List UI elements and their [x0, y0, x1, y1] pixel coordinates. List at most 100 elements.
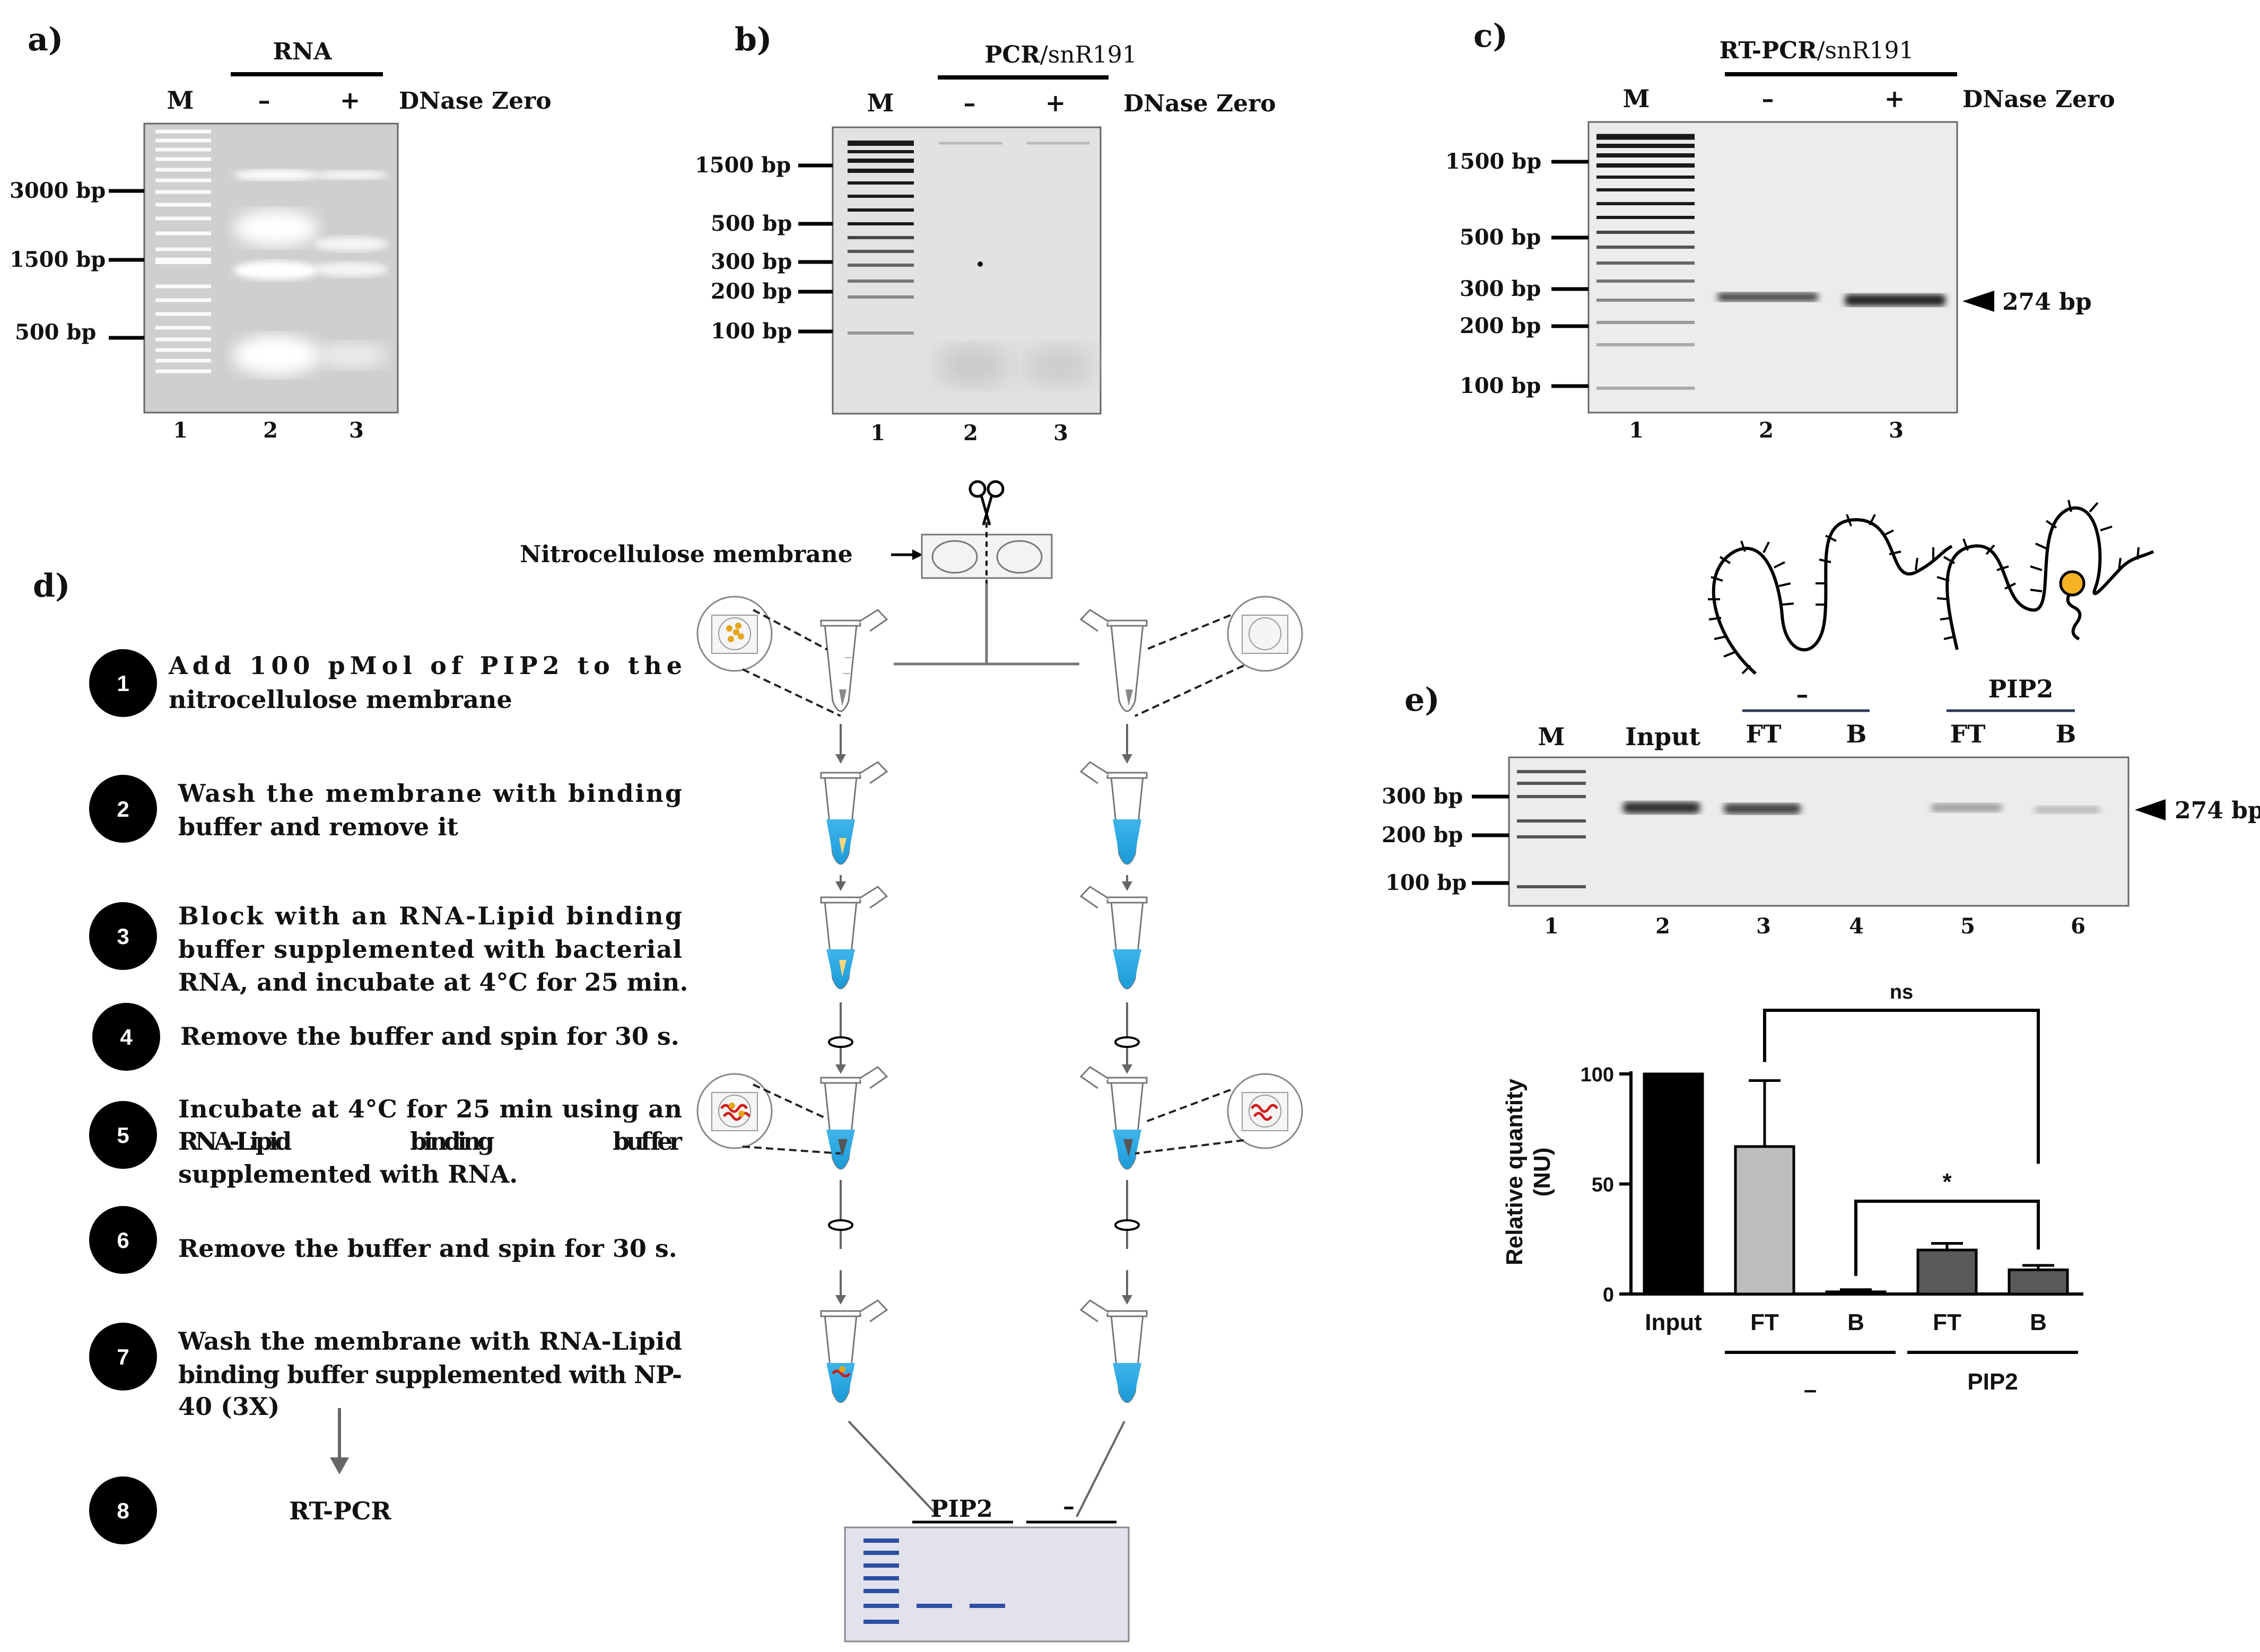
chart-group-label: –: [1804, 1377, 1817, 1403]
panel-a-lane-plus: +: [340, 86, 361, 115]
panel-b-marker: 100 bp: [711, 319, 792, 344]
svg-text:Remove the buffer and spin for: Remove the buffer and spin for 30 s.: [178, 1234, 677, 1263]
svg-text:binding buffer supplemented wi: binding buffer supplemented with NP-: [178, 1360, 682, 1389]
chart-ylabel-line2: (NU): [1529, 1148, 1555, 1197]
panel-e-marker: 300 bp: [1382, 784, 1463, 809]
svg-text:1: 1: [117, 671, 129, 696]
panel-c-band-lane3: [1845, 294, 1945, 306]
panel-e-gel: [1508, 756, 2130, 907]
svg-text:Remove the buffer and spin for: Remove the buffer and spin for 30 s.: [180, 1022, 679, 1051]
panel-e-band-ft: [1724, 803, 1801, 814]
panel-c-band-arrow: [1962, 291, 1994, 312]
panel-c-lane-minus: –: [1762, 84, 1774, 113]
chart-bar: [2008, 1268, 2069, 1296]
final-gel-label-pip2: PIP2: [930, 1496, 992, 1523]
panel-c-marker: 500 bp: [1460, 225, 1541, 250]
svg-text:Wash the membrane with binding: Wash the membrane with binding: [178, 779, 682, 808]
panel-e-band-b-pip2: [2034, 806, 2100, 814]
tube: [820, 609, 888, 712]
panel-c-lane-number: 1: [1629, 418, 1644, 443]
panel-a-treatment: DNase Zero: [399, 88, 552, 115]
panel-c-band-label: 274 bp: [2002, 289, 2092, 316]
panel-a-marker-500: 500 bp: [15, 320, 96, 345]
svg-text:RT-PCR: RT-PCR: [289, 1497, 391, 1525]
panel-c-lane-number: 2: [1759, 418, 1774, 443]
panel-a: a) RNA M – + DNase Zero: [10, 21, 552, 443]
panel-e-lane-input: Input: [1625, 722, 1701, 751]
panel-a-lane-minus: –: [258, 86, 270, 115]
panel-c-header: RT-PCR/snR191: [1719, 37, 1914, 64]
panel-a-label: a): [28, 21, 63, 58]
spin-icon: [1114, 1036, 1140, 1231]
svg-text:40 (3X): 40 (3X): [178, 1392, 280, 1421]
panel-c-band-lane2: [1717, 293, 1818, 301]
step-8: 8 RT-PCR: [89, 1476, 391, 1544]
panel-e-band-label: 274 bp: [2175, 797, 2260, 824]
svg-text:2: 2: [117, 797, 129, 821]
svg-text:Wash the membrane with RNA-Lip: Wash the membrane with RNA-Lipid: [178, 1327, 682, 1356]
tube-column-control: [1079, 596, 1303, 1403]
panel-a-lane-number: 3: [349, 418, 364, 443]
panel-c: c) RT-PCR/snR191 M – + DNase Zero 274 bp: [1445, 18, 2115, 443]
chart-significance-label: ns: [1890, 981, 1913, 1003]
svg-text:7: 7: [117, 1344, 129, 1369]
panel-b-lane-plus: +: [1045, 89, 1066, 117]
magnified-membrane-control: [1135, 596, 1303, 717]
step-number-badge: [89, 1323, 157, 1391]
panel-e-band-ft-pip2: [1931, 803, 2002, 812]
step-number-badge: [89, 649, 157, 717]
panel-c-lane-number: 3: [1889, 418, 1904, 443]
step-number-badge: [92, 1003, 160, 1071]
svg-text:3: 3: [117, 924, 129, 949]
panel-b-marker: 200 bp: [711, 279, 792, 304]
chart-bar: [1734, 1145, 1795, 1296]
chart-x-tick-label: B: [2030, 1309, 2047, 1335]
panel-c-treatment: DNase Zero: [1962, 86, 2115, 113]
rna-pip2-structure-icon: [1936, 500, 2154, 650]
chart-y-tick-label: 100: [1581, 1064, 1614, 1086]
tube: [820, 761, 888, 865]
step-1: 1 Add 100 pMol of PIP2 to the nitrocellu…: [89, 649, 682, 717]
chart-x-tick-label: FT: [1933, 1309, 1961, 1335]
step-number-badge: [89, 1476, 157, 1544]
panel-a-lane-number: 1: [173, 418, 188, 443]
svg-text:supplemented with RNA.: supplemented with RNA.: [178, 1160, 518, 1188]
tube: [1079, 1299, 1148, 1403]
tube: [1079, 1066, 1148, 1170]
svg-text:RNA-Lipid binding buffer: RNA-Lipid binding buffer: [178, 1127, 683, 1156]
chart-significance-label: *: [1942, 1169, 1952, 1195]
panel-e-lane-ft: FT: [1746, 720, 1782, 748]
steps-list: 1 Add 100 pMol of PIP2 to the nitrocellu…: [89, 649, 688, 1544]
svg-text:Block with an RNA-Lipid bindin: Block with an RNA-Lipid binding: [178, 902, 682, 930]
panel-d-label: d): [33, 567, 70, 605]
panel-e-lane-number: 3: [1756, 914, 1771, 939]
step-number-badge: [89, 1101, 157, 1169]
panel-e-lane-number: 1: [1544, 914, 1559, 939]
panel-b-label: b): [735, 21, 772, 58]
svg-text:RNA, and incubate at 4°C for 2: RNA, and incubate at 4°C for 25 min.: [178, 968, 688, 997]
panel-a-marker-1500: 1500 bp: [10, 247, 106, 272]
membrane-label: Nitrocellulose membrane: [520, 541, 853, 568]
scissors-icon: [968, 480, 1005, 526]
svg-text:buffer and remove it: buffer and remove it: [178, 812, 459, 841]
nitrocellulose-membrane: [921, 522, 1053, 583]
panel-e-marker: 200 bp: [1382, 823, 1463, 847]
panel-b-lane-minus: –: [964, 89, 976, 117]
panel-e-lane-number: 2: [1655, 914, 1670, 939]
panel-b-lane-m: M: [867, 89, 894, 117]
panel-a-header: RNA: [273, 38, 333, 65]
panel-c-marker: 1500 bp: [1445, 149, 1541, 174]
panel-e-lane-ft-pip2: FT: [1950, 720, 1986, 748]
panel-c-label: c): [1473, 18, 1508, 55]
step-2: 2 Wash the membrane with binding buffer …: [89, 775, 682, 843]
final-gel-label-control: –: [1063, 1493, 1075, 1520]
step-number-badge: [89, 1206, 157, 1274]
step-3: 3 Block with an RNA-Lipid binding buffer…: [89, 902, 688, 997]
magnified-membrane-control-rna: [1135, 1073, 1303, 1155]
step-number-badge: [89, 775, 157, 843]
chart-ylabel-line1: Relative quantity: [1502, 1078, 1528, 1265]
panel-e-lane-number: 5: [1960, 914, 1975, 939]
panel-c-gel: [1587, 121, 1958, 414]
